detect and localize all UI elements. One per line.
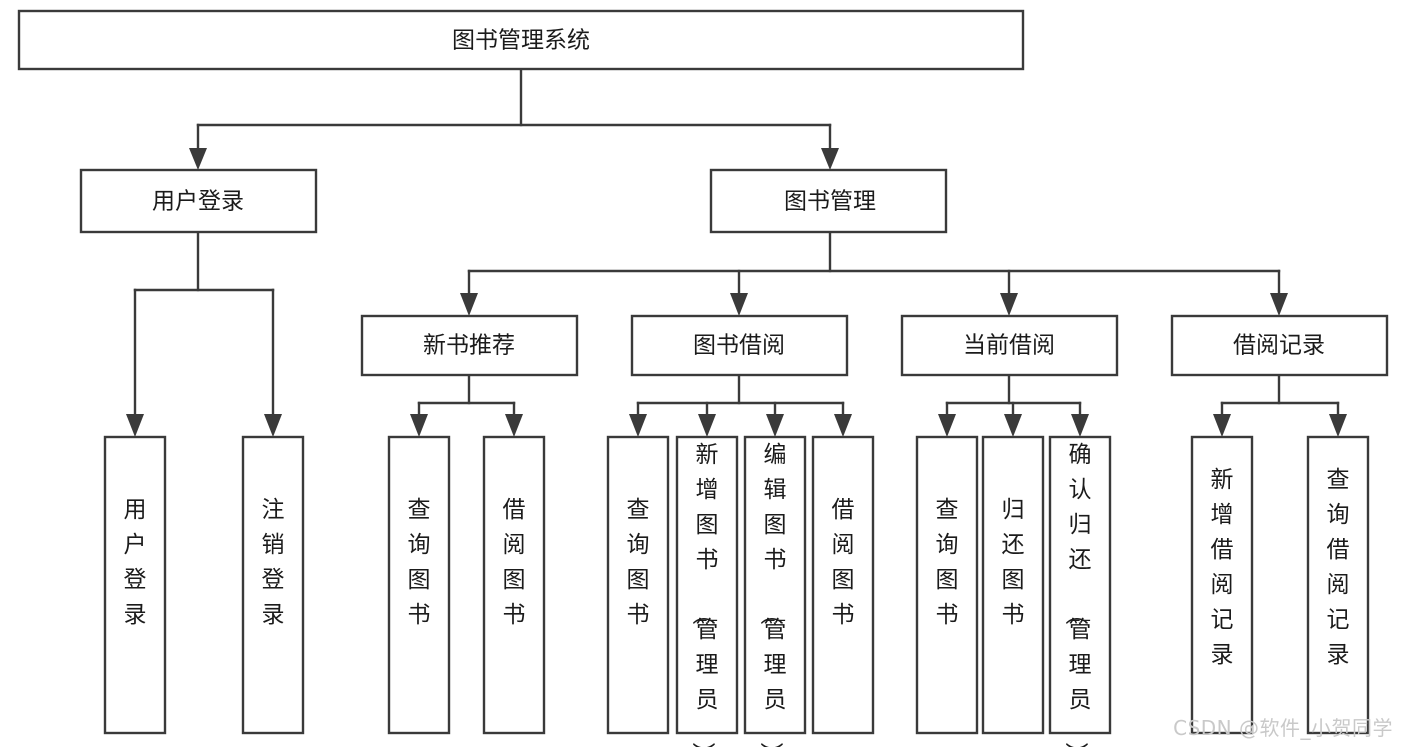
node-leaf-add-book[interactable]: 新增图书（管理员） <box>675 435 739 747</box>
node-leaf-query-book-1-box[interactable] <box>387 435 451 735</box>
node-user-login-box[interactable] <box>79 168 318 234</box>
node-book-manage-box[interactable] <box>709 168 948 234</box>
node-root-label: 图书管理系统 <box>452 28 590 54</box>
arrowhead-return-book <box>1004 414 1022 437</box>
arrowhead-leaf-user-login <box>126 414 144 437</box>
node-leaf-logout-box[interactable] <box>241 435 305 735</box>
arrowhead-book-manage <box>821 148 839 170</box>
arrowhead-book-borrow <box>730 293 748 316</box>
node-new-book-rec-box[interactable] <box>360 314 579 377</box>
node-leaf-query-book-1[interactable]: 查询图书 <box>387 435 451 735</box>
node-leaf-add-book-box[interactable] <box>675 435 739 735</box>
node-leaf-edit-book-box[interactable] <box>743 435 807 735</box>
node-leaf-confirm-return-label: 确认归还（管理员） <box>1063 442 1092 747</box>
node-current-borrow-label: 当前借阅 <box>963 333 1055 359</box>
arrowhead-query-book-1 <box>410 414 428 437</box>
node-leaf-borrow-book-1-label: 借阅图书 <box>503 497 526 628</box>
node-leaf-confirm-return-box[interactable] <box>1048 435 1112 735</box>
arrowhead-borrow-book-2 <box>834 414 852 437</box>
node-leaf-user-login[interactable]: 用户登录 <box>103 435 167 735</box>
node-leaf-add-book-label: 新增图书（管理员） <box>690 442 719 747</box>
node-current-borrow-box[interactable] <box>900 314 1119 377</box>
arrowhead-confirm-return <box>1071 414 1089 437</box>
arrowhead-query-book-3 <box>938 414 956 437</box>
node-book-manage-label: 图书管理 <box>784 189 876 215</box>
node-leaf-query-book-3-label: 查询图书 <box>936 497 959 628</box>
node-borrow-record-box[interactable] <box>1170 314 1389 377</box>
node-leaf-confirm-return[interactable]: 确认归还（管理员） <box>1048 435 1112 747</box>
arrowhead-query-record <box>1329 414 1347 437</box>
arrowhead-query-book-2 <box>629 414 647 437</box>
node-leaf-borrow-book-2-label: 借阅图书 <box>832 497 855 628</box>
node-book-manage[interactable]: 图书管理 <box>709 168 948 234</box>
node-leaf-logout[interactable]: 注销登录 <box>241 435 305 735</box>
node-book-borrow-box[interactable] <box>630 314 849 377</box>
node-leaf-query-book-2-label: 查询图书 <box>627 497 650 628</box>
node-user-login[interactable]: 用户登录 <box>79 168 318 234</box>
connectors <box>126 67 1347 437</box>
node-leaf-return-book[interactable]: 归还图书 <box>981 435 1045 735</box>
node-current-borrow[interactable]: 当前借阅 <box>900 314 1119 377</box>
node-leaf-add-record-box[interactable] <box>1190 435 1254 735</box>
arrowhead-edit-book <box>766 414 784 437</box>
arrowhead-new-book-rec <box>460 293 478 316</box>
node-leaf-edit-book[interactable]: 编辑图书（管理员） <box>743 435 807 747</box>
node-leaf-add-record-label: 新增借阅记录 <box>1211 467 1234 668</box>
node-leaf-borrow-book-2-box[interactable] <box>811 435 875 735</box>
node-user-login-label: 用户登录 <box>152 189 244 215</box>
node-leaf-query-book-3[interactable]: 查询图书 <box>915 435 979 735</box>
node-leaf-edit-book-label: 编辑图书（管理员） <box>758 442 787 747</box>
node-leaf-borrow-book-1[interactable]: 借阅图书 <box>482 435 546 735</box>
arrowhead-current-borrow <box>1000 293 1018 316</box>
node-leaf-query-record-label: 查询借阅记录 <box>1327 467 1350 668</box>
node-leaf-borrow-book-1-box[interactable] <box>482 435 546 735</box>
node-leaf-logout-label: 注销登录 <box>262 497 285 628</box>
node-book-borrow-label: 图书借阅 <box>693 333 785 359</box>
node-leaf-query-book-2[interactable]: 查询图书 <box>606 435 670 735</box>
arrowhead-add-record <box>1213 414 1231 437</box>
node-leaf-return-book-box[interactable] <box>981 435 1045 735</box>
node-leaf-add-record[interactable]: 新增借阅记录 <box>1190 435 1254 735</box>
node-root[interactable]: 图书管理系统 <box>17 9 1025 71</box>
node-root-box[interactable] <box>17 9 1025 71</box>
arrowhead-borrow-record <box>1270 293 1288 316</box>
node-leaf-query-record[interactable]: 查询借阅记录 <box>1306 435 1370 735</box>
arrowhead-add-book <box>698 414 716 437</box>
arrowhead-borrow-book-1 <box>505 414 523 437</box>
node-leaf-user-login-label: 用户登录 <box>124 497 147 628</box>
node-leaf-user-login-box[interactable] <box>103 435 167 735</box>
node-book-borrow[interactable]: 图书借阅 <box>630 314 849 377</box>
node-leaf-query-book-3-box[interactable] <box>915 435 979 735</box>
arrowhead-user-login <box>189 148 207 170</box>
node-leaf-query-record-box[interactable] <box>1306 435 1370 735</box>
node-leaf-return-book-label: 归还图书 <box>1002 497 1025 628</box>
node-borrow-record[interactable]: 借阅记录 <box>1170 314 1389 377</box>
node-borrow-record-label: 借阅记录 <box>1233 333 1325 359</box>
csdn-watermark: CSDN @软件_小贺同学 <box>1173 716 1393 740</box>
node-new-book-rec[interactable]: 新书推荐 <box>360 314 579 377</box>
node-leaf-query-book-2-box[interactable] <box>606 435 670 735</box>
node-leaf-query-book-1-label: 查询图书 <box>408 497 431 628</box>
node-new-book-rec-label: 新书推荐 <box>423 333 515 359</box>
node-leaf-borrow-book-2[interactable]: 借阅图书 <box>811 435 875 735</box>
arrowhead-leaf-logout <box>264 414 282 437</box>
